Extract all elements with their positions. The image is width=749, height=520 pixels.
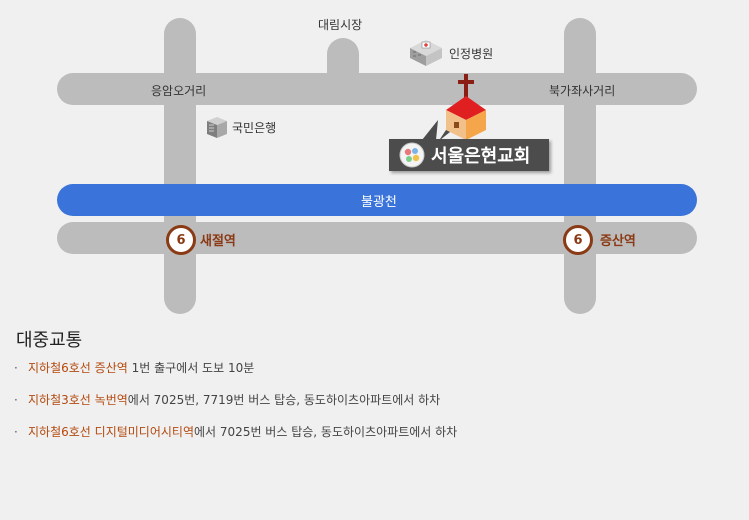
transit-item: · 지하철6호선 디지털미디어시티역에서 7025번 버스 탑승, 동도하이츠아파… xyxy=(14,423,457,440)
intersection-west-label: 응암오거리 xyxy=(151,84,207,98)
station-label-saejeol: 새절역 xyxy=(200,234,236,249)
station-line-number: 6 xyxy=(573,232,583,248)
hospital-label: 인정병원 xyxy=(449,47,494,61)
transit-item: · 지하철6호선 증산역 1번 출구에서 도보 10분 xyxy=(14,359,254,376)
church-icon xyxy=(440,74,486,140)
church-label-box: 서울은현교회 xyxy=(389,139,549,171)
station-line-number: 6 xyxy=(176,232,186,248)
transit-item-text: 에서 7025번 버스 탑승, 동도하이츠아파트에서 하차 xyxy=(194,425,458,439)
bullet: · xyxy=(14,393,18,407)
river xyxy=(57,184,697,216)
station-badge-saejeol: 6 xyxy=(166,225,196,255)
river-label: 불광천 xyxy=(361,195,397,210)
road-east-vertical xyxy=(564,18,596,314)
market-label: 대림시장 xyxy=(318,18,363,32)
transit-item-text: 1번 출구에서 도보 10분 xyxy=(127,361,255,375)
transit-item-text: 에서 7025번, 7719번 버스 탑승, 동도하이츠아파트에서 하차 xyxy=(127,393,441,407)
station-badge-jeungsan: 6 xyxy=(563,225,593,255)
road-west-vertical xyxy=(164,18,196,314)
transit-item-highlight: 지하철6호선 디지털미디어시티역 xyxy=(28,425,195,439)
transit-item: · 지하철3호선 녹번역에서 7025번, 7719번 버스 탑승, 동도하이츠아… xyxy=(14,391,440,408)
church-name: 서울은현교회 xyxy=(431,146,531,167)
transit-item-highlight: 지하철3호선 녹번역 xyxy=(28,393,128,407)
road-north-horizontal xyxy=(57,73,697,105)
church-emblem-icon xyxy=(399,142,425,168)
bullet: · xyxy=(14,361,18,375)
transit-item-highlight: 지하철6호선 증산역 xyxy=(28,361,128,375)
station-label-jeungsan: 증산역 xyxy=(600,234,636,249)
intersection-east-label: 북가좌사거리 xyxy=(549,84,616,98)
bullet: · xyxy=(14,425,18,439)
hospital-building-icon xyxy=(410,40,442,66)
transit-section-title: 대중교통 xyxy=(16,330,83,351)
church-pointer xyxy=(422,120,438,140)
bank-label: 국민은행 xyxy=(232,121,277,135)
location-map: 불광천 대림시장 응암오거리 북가좌사거리 인정병원 국민은행 xyxy=(57,18,697,314)
bank-building-icon xyxy=(207,117,227,138)
